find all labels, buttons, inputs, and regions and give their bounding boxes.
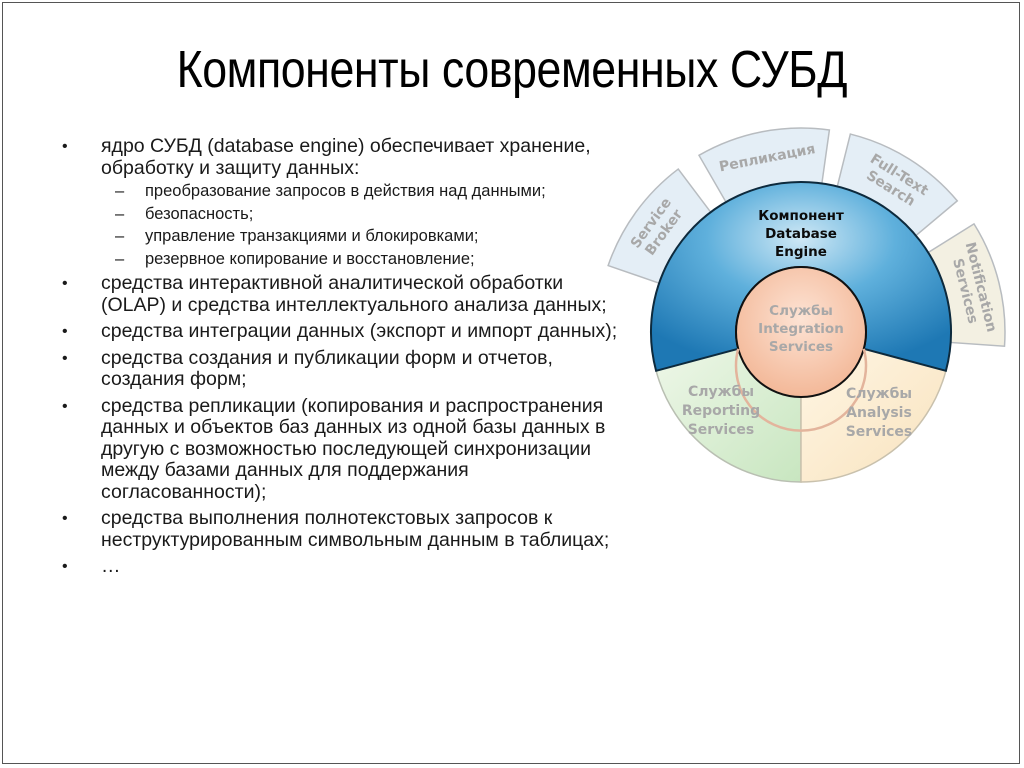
bullet-text: средства создания и публикации форм и от…: [101, 346, 553, 390]
segment-label: Компонент: [758, 208, 844, 224]
bullet-item: •…: [56, 555, 626, 578]
segment-label: Reporting: [682, 403, 760, 419]
bullet-item: • средства создания и публикации форм и о…: [56, 346, 626, 391]
bullet-item: • средства интеграции данных (экспорт и и…: [56, 320, 626, 343]
bullet-icon: •: [62, 397, 68, 415]
bullet-list: • ядро СУБД (database engine) обеспечивае…: [56, 135, 626, 583]
sub-item-text: преобразование запросов в действия над д…: [145, 182, 546, 200]
bullet-icon: •: [62, 510, 68, 527]
dash-icon: –: [115, 227, 125, 245]
integration-services-circle: [735, 266, 867, 398]
bullet-item: • ядро СУБД (database engine) обеспечивае…: [56, 135, 626, 268]
segment-label: Службы: [846, 386, 912, 402]
bullet-text: средства репликации (копирования и распр…: [101, 394, 606, 503]
bullet-text: …: [101, 555, 121, 577]
bullet-icon: •: [62, 275, 68, 292]
segment-label: Services: [846, 424, 913, 440]
segment-label: Службы: [688, 384, 754, 400]
slide-title-text: Компоненты современных СУБД: [176, 41, 848, 99]
segment-label: Integration: [758, 321, 844, 337]
segment-label: Services: [688, 422, 755, 438]
bullet-item: • средства репликации (копирования и расп…: [56, 394, 626, 504]
bullet-text: ядро СУБД (database engine) обеспечивает…: [101, 135, 591, 179]
dash-icon: –: [115, 204, 125, 223]
sub-item: – управление транзакциями и блокировками;: [101, 227, 626, 246]
bullet-icon: •: [62, 323, 68, 340]
dash-icon: –: [115, 249, 125, 268]
sub-item-text: управление транзакциями и блокировками;: [145, 227, 479, 245]
sub-item-text: резервное копирование и восстановление;: [145, 249, 475, 268]
segment-label: Services: [769, 339, 833, 355]
segment-label: Analysis: [846, 405, 912, 421]
bullet-text: средства интеграции данных (экспорт и им…: [101, 320, 618, 342]
segment-label: Database: [765, 226, 837, 242]
sub-item: – преобразование запросов в действия над …: [101, 182, 626, 201]
bullet-icon: •: [62, 558, 68, 575]
bullet-text: средства интерактивной аналитической обр…: [101, 272, 607, 316]
bullet-icon: •: [62, 349, 68, 367]
sub-item: – безопасность;: [101, 205, 626, 224]
bullet-text: средства выполнения полнотекстовых запро…: [101, 507, 610, 551]
slide-title: Компоненты современных СУБД: [0, 40, 1024, 100]
sub-item-text: безопасность;: [145, 204, 254, 223]
segment-label: Engine: [775, 244, 827, 260]
bullet-item: • средства выполнения полнотекстовых запр…: [56, 507, 626, 551]
sub-item: – резервное копирование и восстановление;: [101, 250, 626, 269]
dash-icon: –: [115, 182, 125, 200]
center-lower-edge: [734, 348, 868, 432]
bullet-item: • средства интерактивной аналитической об…: [56, 272, 626, 316]
segment-label: Службы: [769, 303, 833, 319]
sub-list: – преобразование запросов в действия над …: [101, 182, 626, 268]
bullet-icon: •: [62, 138, 68, 155]
